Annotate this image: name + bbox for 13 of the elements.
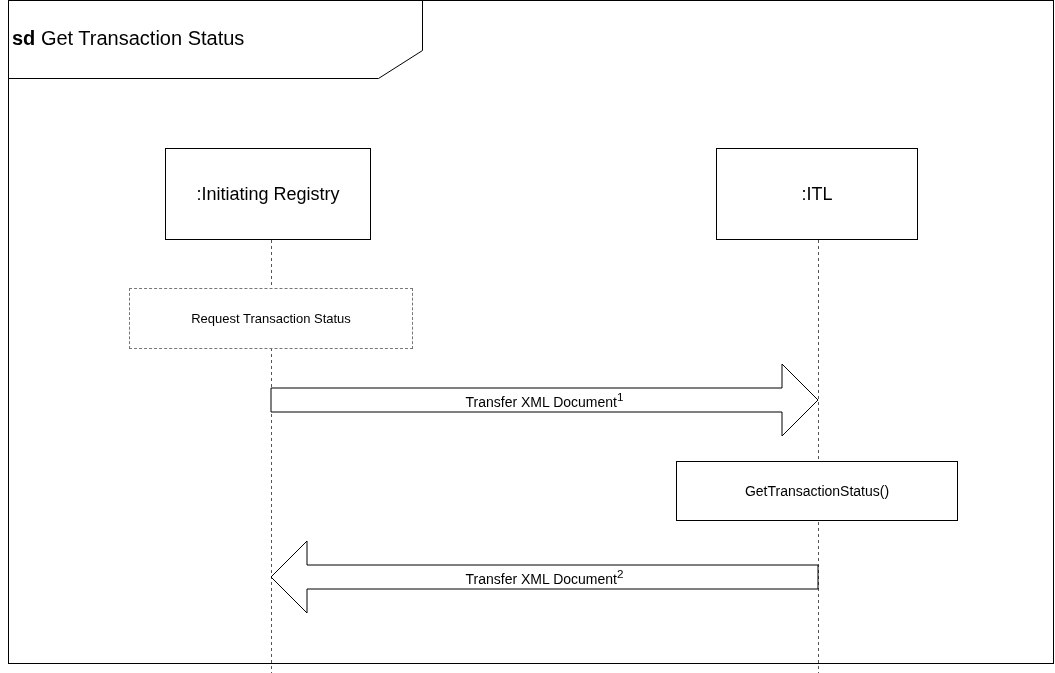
activity-box	[676, 461, 958, 521]
block-arrow	[270, 363, 819, 437]
node-label: :Initiating Registry	[195, 183, 341, 205]
edge-label: Transfer XML Document$^{2}$	[465, 567, 624, 587]
node-label: Request Transaction Status	[190, 311, 352, 326]
lifeline-head-box	[165, 148, 371, 240]
diagram-title: sd Get Transaction Status	[12, 26, 245, 50]
edge-label: Transfer XML Document$^{1}$	[465, 390, 624, 410]
activity-box	[129, 288, 413, 349]
block-arrow	[270, 540, 819, 614]
node-label: :ITL	[800, 183, 834, 205]
lifeline-head-box	[716, 148, 918, 240]
node-label: GetTransactionStatus()	[743, 483, 891, 499]
